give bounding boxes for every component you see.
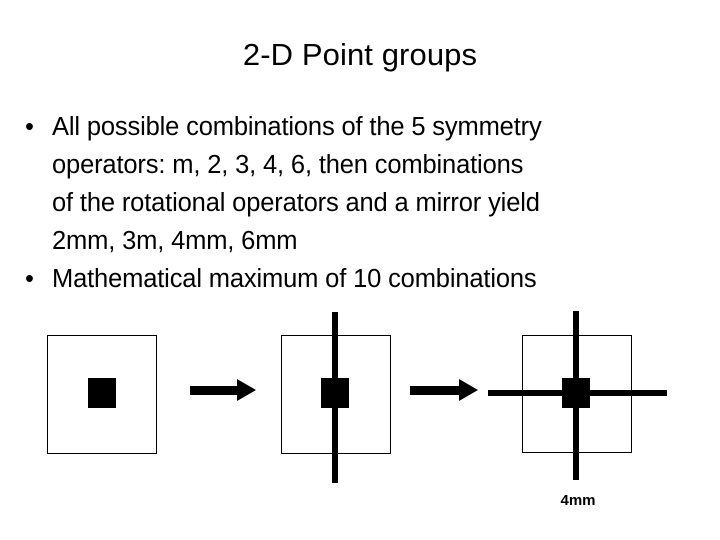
arrow-head-icon	[237, 379, 256, 401]
bullet-dot-icon: •	[25, 113, 34, 141]
arrow-1	[190, 379, 256, 401]
bullet-dot-icon: •	[25, 265, 34, 293]
bullet-list: • All possible combinations of the 5 sym…	[22, 108, 698, 298]
bullet-line: operators: m, 2, 3, 4, 6, then combinati…	[52, 151, 524, 179]
unit-cell-outline	[522, 335, 632, 453]
arrow-shaft	[190, 386, 238, 395]
motif-square	[562, 378, 590, 408]
vertical-mirror-line	[573, 311, 579, 480]
arrow-head-icon	[459, 379, 478, 401]
page-title: 2-D Point groups	[242, 37, 478, 72]
figure-caption-4mm: 4mm	[560, 492, 596, 509]
bullet-line: All possible combinations of the 5 symme…	[52, 113, 542, 141]
vertical-mirror-line	[332, 312, 338, 483]
bullet-line: of the rotational operators and a mirror…	[52, 189, 540, 217]
bullet-item-1-text: All possible combinations of the 5 symme…	[52, 108, 698, 260]
bullet-item-2: • Mathematical maximum of 10 combination…	[22, 260, 698, 298]
bullet-line: 2mm, 3m, 4mm, 6mm	[52, 227, 298, 255]
unit-cell-outline	[47, 335, 157, 454]
motif-square	[88, 378, 116, 408]
bullet-line: Mathematical maximum of 10 combinations	[52, 265, 537, 293]
horizontal-mirror-line	[488, 390, 667, 396]
motif-square	[321, 378, 349, 408]
unit-cell-outline	[281, 335, 391, 454]
arrow-2	[410, 379, 479, 401]
arrow-shaft	[410, 386, 460, 395]
bullet-item-2-text: Mathematical maximum of 10 combinations	[52, 260, 698, 298]
bullet-item-1: • All possible combinations of the 5 sym…	[22, 108, 698, 260]
